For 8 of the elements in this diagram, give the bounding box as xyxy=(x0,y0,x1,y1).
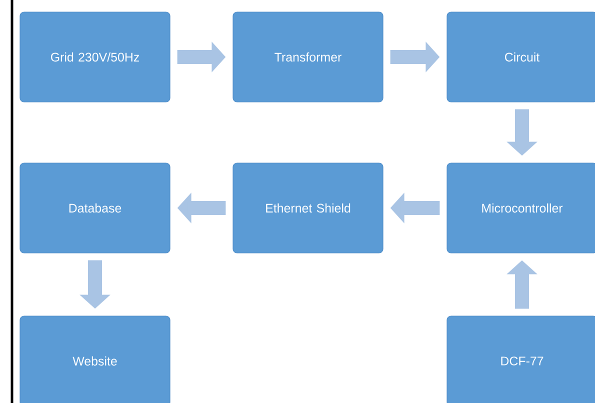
process-box: DCF-77 xyxy=(446,316,595,403)
process-box: Website xyxy=(20,316,170,403)
process-box: Microcontroller xyxy=(446,162,595,254)
process-box: Ethernet Shield xyxy=(232,162,384,254)
process-box: Grid 230V/50Hz xyxy=(20,12,170,102)
process-box: Database xyxy=(20,162,170,254)
process-box: Circuit xyxy=(446,12,595,102)
process-box: Transformer xyxy=(232,12,384,102)
